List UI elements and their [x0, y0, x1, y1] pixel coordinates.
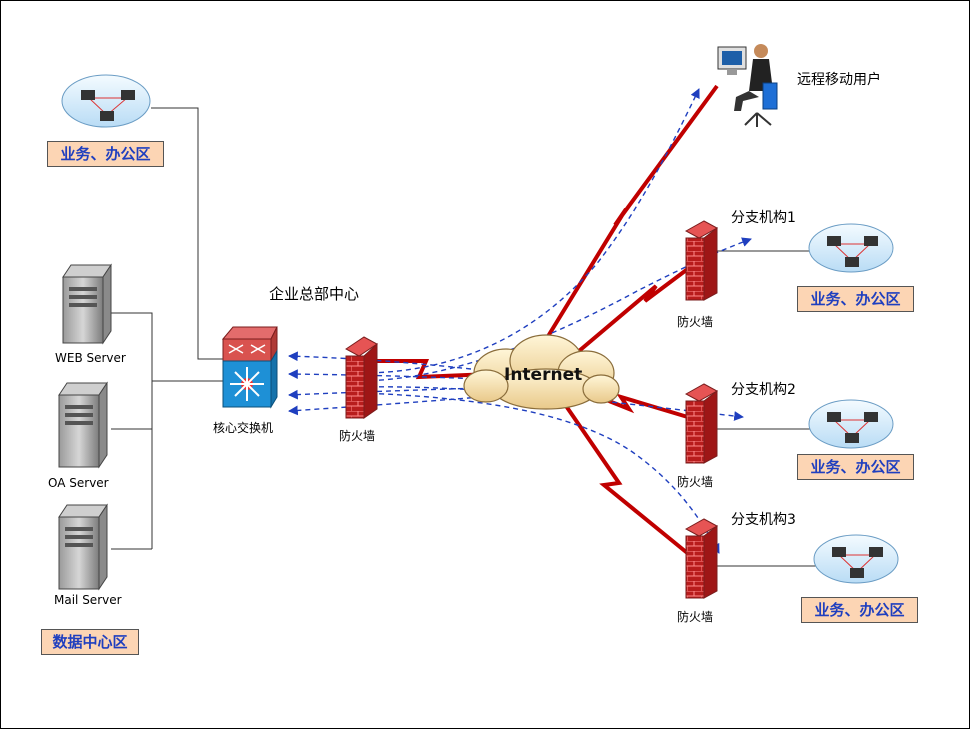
remote-user-label: 远程移动用户	[797, 72, 881, 88]
office-network-branch1-icon	[808, 223, 894, 273]
mail-server-label: Mail Server	[54, 593, 122, 607]
hq-wan-link	[376, 359, 492, 380]
branch3-label: 分支机构3	[731, 512, 796, 528]
office-zone-branch1: 业务、办公区	[797, 286, 914, 312]
firewall-hq-icon	[345, 336, 378, 419]
office-network-hq-icon	[61, 74, 151, 128]
core-switch-icon	[221, 326, 278, 409]
firewall-branch3-label: 防火墙	[677, 610, 714, 624]
mail-server-icon	[58, 503, 108, 591]
office-zone-hq: 业务、办公区	[47, 141, 164, 167]
firewall-branch3-icon	[684, 518, 719, 599]
office-zone-branch3: 业务、办公区	[801, 597, 918, 623]
local-cabling	[111, 107, 821, 567]
web-server-icon	[62, 263, 112, 345]
office-network-branch3-icon	[813, 534, 899, 584]
core-switch-label: 核心交换机	[213, 421, 274, 435]
data-center-zone: 数据中心区	[41, 629, 139, 655]
firewall-branch1-icon	[684, 220, 719, 301]
vpn-tunnel-remote	[360, 88, 700, 374]
firewall-branch1-label: 防火墙	[677, 315, 714, 329]
firewall-branch2-icon	[684, 383, 719, 464]
web-server-link	[111, 312, 153, 549]
internet-label: Internet	[504, 365, 583, 385]
office-network-branch2-icon	[808, 399, 894, 449]
office-zone-link	[151, 107, 223, 360]
office-zone-branch2: 业务、办公区	[797, 454, 914, 480]
firewall-branch2-label: 防火墙	[677, 475, 714, 489]
oa-server-icon	[58, 381, 108, 469]
internet-cloud	[463, 334, 620, 410]
remote-user-icon	[717, 44, 778, 127]
branch1-wan-link	[577, 257, 703, 353]
web-server-label: WEB Server	[55, 351, 126, 365]
branch1-label: 分支机构1	[731, 210, 796, 226]
branch2-label: 分支机构2	[731, 382, 796, 398]
oa-server-label: OA Server	[48, 476, 109, 490]
firewall-hq-label: 防火墙	[339, 429, 376, 443]
hq-title: 企业总部中心	[269, 285, 360, 303]
branch3-wan-link	[562, 401, 693, 558]
vpn-tunnel-hq-1	[288, 351, 472, 370]
vpn-tunnel-branch3	[360, 392, 720, 554]
